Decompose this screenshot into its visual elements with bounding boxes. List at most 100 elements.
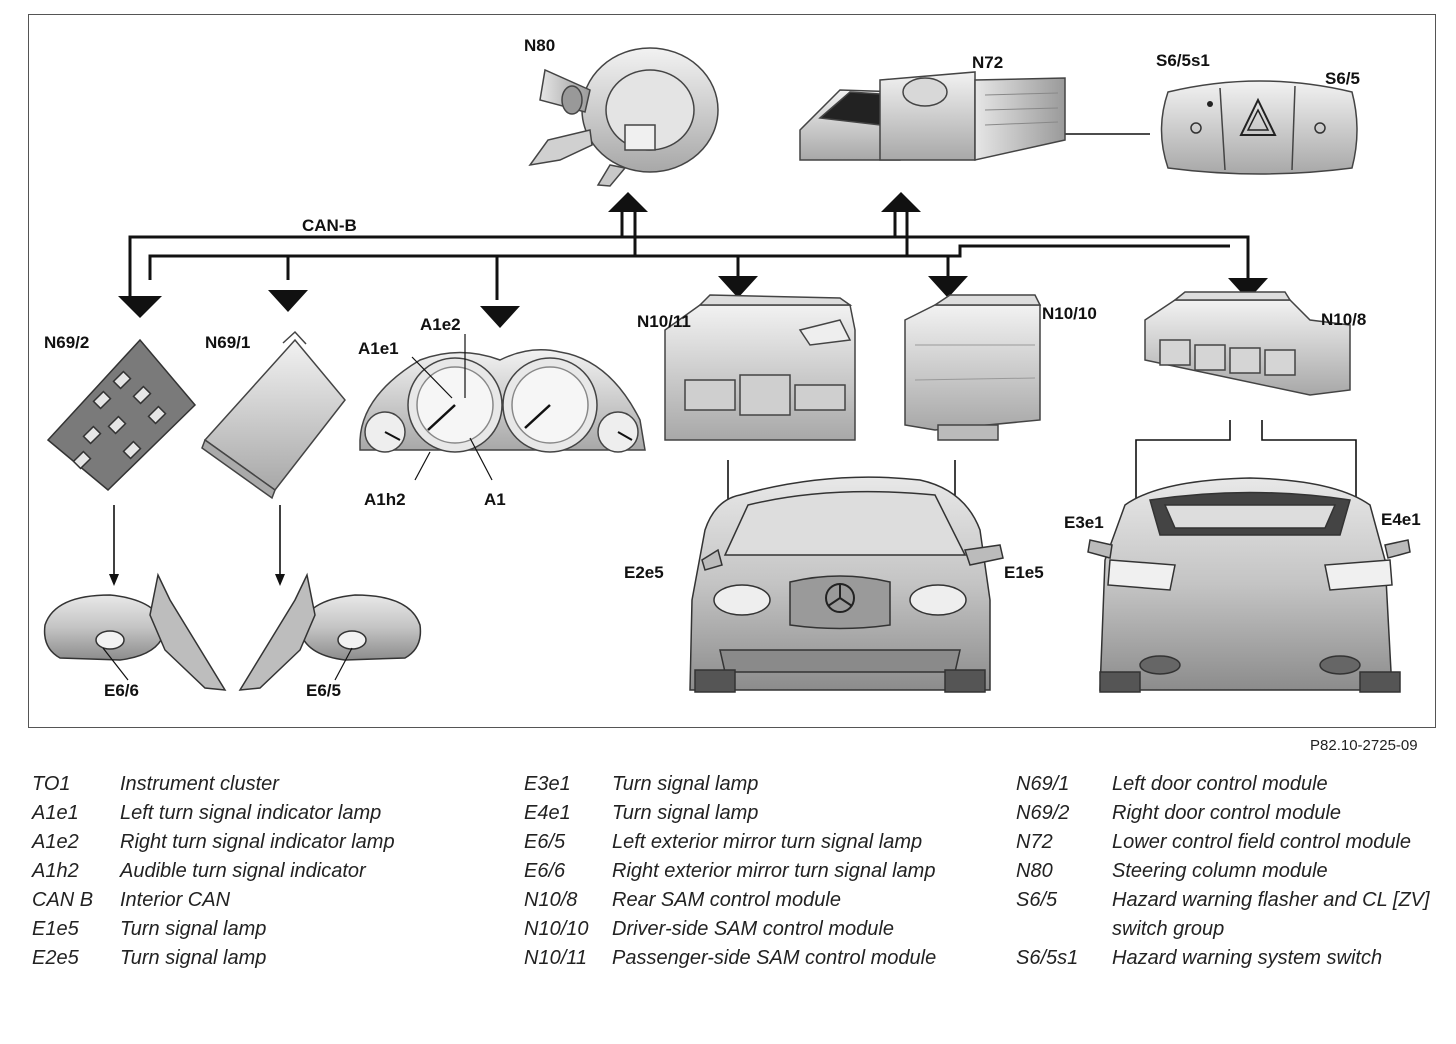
legend-item: N10/8 Rear SAM control module <box>524 886 994 915</box>
legend-item: N69/2 Right door control module <box>1016 799 1452 828</box>
legend-description: Turn signal lamp <box>120 918 267 940</box>
legend-item: S6/5s1 Hazard warning system switch <box>1016 944 1452 973</box>
legend-code: N72 <box>1016 831 1053 853</box>
legend-description: Left turn signal indicator lamp <box>120 802 382 824</box>
legend-item: E6/6 Right exterior mirror turn signal la… <box>524 857 994 886</box>
legend-code: TO1 <box>32 773 71 795</box>
left-door-control-module-illustration <box>201 330 346 500</box>
legend-code: CAN B <box>32 889 94 911</box>
label-e3e1: E3e1 <box>1064 513 1104 532</box>
legend-item: A1e2 Right turn signal indicator lamp <box>32 828 472 857</box>
legend-item: N10/10 Driver-side SAM control module <box>524 915 994 944</box>
label-n10-8: N10/8 <box>1321 310 1366 329</box>
legend-item: N80 Steering column module <box>1016 857 1452 886</box>
label-e2e5: E2e5 <box>624 563 664 582</box>
label-a1e2: A1e2 <box>420 315 461 334</box>
right-door-control-module-illustration <box>46 338 197 492</box>
figure-code: P82.10-2725-09 <box>1310 737 1418 754</box>
driver-sam-module-illustration <box>904 294 1042 441</box>
label-can-b: CAN-B <box>302 216 357 235</box>
legend-item: S6/5 Hazard warning flasher and CL [ZV] s… <box>1016 886 1452 944</box>
passenger-sam-module-illustration <box>664 294 856 441</box>
label-a1h2: A1h2 <box>364 490 406 509</box>
lower-control-field-module-illustration <box>799 71 1066 161</box>
legend-column-1: TO1 Instrument cluster A1e1 Left turn sign… <box>32 770 472 973</box>
label-e6-6: E6/6 <box>104 681 139 700</box>
legend-code: E2e5 <box>32 947 79 969</box>
instrument-cluster-illustration <box>359 349 646 453</box>
label-n10-10: N10/10 <box>1042 304 1097 323</box>
hazard-switch-group-illustration <box>1160 80 1358 175</box>
legend-item: E2e5 Turn signal lamp <box>32 944 472 973</box>
legend-description: Lower control field control module <box>1112 831 1412 853</box>
rear-sam-module-illustration <box>1144 291 1351 396</box>
label-s6-5s1: S6/5s1 <box>1156 51 1210 70</box>
legend-description: Turn signal lamp <box>612 773 759 795</box>
label-a1e1: A1e1 <box>358 339 399 358</box>
legend-code: N10/8 <box>524 889 578 911</box>
legend-code: N69/2 <box>1016 802 1070 824</box>
legend-item: TO1 Instrument cluster <box>32 770 472 799</box>
legend-code: E1e5 <box>32 918 79 940</box>
steering-column-module-illustration <box>528 47 719 187</box>
left-exterior-mirror-illustration <box>238 572 422 691</box>
wiring-diagram: N80 N72 S6/5s1 S6/5 CAN-B N69/2 N69/1 A1… <box>43 36 1421 700</box>
legend-code: E6/6 <box>524 860 566 882</box>
instrument-cluster-leader-lines <box>411 334 493 481</box>
legend-code: E4e1 <box>524 802 571 824</box>
can-bus-lines <box>128 212 1250 300</box>
legend-description: Left exterior mirror turn signal lamp <box>612 831 923 853</box>
legend-code: A1e1 <box>32 802 79 824</box>
mirror-leader-lines <box>102 647 353 681</box>
label-n69-2: N69/2 <box>44 333 89 352</box>
label-e4e1: E4e1 <box>1381 510 1421 529</box>
legend-description: Steering column module <box>1112 860 1328 882</box>
label-n80: N80 <box>524 36 555 55</box>
legend-item: E1e5 Turn signal lamp <box>32 915 472 944</box>
legend-description: Passenger-side SAM control module <box>612 947 937 969</box>
legend-description: Right turn signal indicator lamp <box>120 831 395 853</box>
legend-code: N10/11 <box>524 947 588 969</box>
legend-description: Interior CAN <box>120 889 231 911</box>
legend-description: Right exterior mirror turn signal lamp <box>612 860 936 882</box>
label-n72: N72 <box>972 53 1003 72</box>
car-front-illustration <box>689 476 1004 693</box>
label-e1e5: E1e5 <box>1004 563 1044 582</box>
legend-code: N69/1 <box>1016 773 1070 795</box>
legend-description: Audible turn signal indicator <box>120 860 366 882</box>
legend-item: N10/11 Passenger-side SAM control module <box>524 944 994 973</box>
label-n69-1: N69/1 <box>205 333 250 352</box>
right-exterior-mirror-illustration <box>43 572 227 691</box>
legend-item: E6/5 Left exterior mirror turn signal lam… <box>524 828 994 857</box>
legend-item: E4e1 Turn signal lamp <box>524 799 994 828</box>
legend-description: Rear SAM control module <box>612 889 841 911</box>
legend-description: Turn signal lamp <box>120 947 267 969</box>
legend-item: A1e1 Left turn signal indicator lamp <box>32 799 472 828</box>
legend-code: N10/10 <box>524 918 589 940</box>
legend-description: Instrument cluster <box>120 773 279 795</box>
legend-item: N72 Lower control field control module <box>1016 828 1452 857</box>
legend-code: S6/5 <box>1016 889 1058 911</box>
diagram-frame <box>28 14 1436 728</box>
bus-arrowheads <box>118 192 1268 328</box>
car-rear-illustration <box>1087 477 1411 693</box>
label-a1: A1 <box>484 490 506 509</box>
label-n10-11: N10/11 <box>637 312 691 331</box>
component-labels: N80 N72 S6/5s1 S6/5 CAN-B N69/2 N69/1 A1… <box>44 36 1421 700</box>
label-e6-5: E6/5 <box>306 681 341 700</box>
legend-code: A1h2 <box>32 860 79 882</box>
legend-description: Hazard warning flasher and CL [ZV] switc… <box>1112 889 1430 940</box>
legend-code: A1e2 <box>32 831 79 853</box>
legend-code: S6/5s1 <box>1016 947 1079 969</box>
legend-description: Right door control module <box>1112 802 1342 824</box>
legend-item: CAN B Interior CAN <box>32 886 472 915</box>
legend-code: N80 <box>1016 860 1053 882</box>
legend-description: Turn signal lamp <box>612 802 759 824</box>
legend-description: Hazard warning system switch <box>1112 947 1383 969</box>
legend-description: Driver-side SAM control module <box>612 918 894 940</box>
legend-code: E6/5 <box>524 831 566 853</box>
